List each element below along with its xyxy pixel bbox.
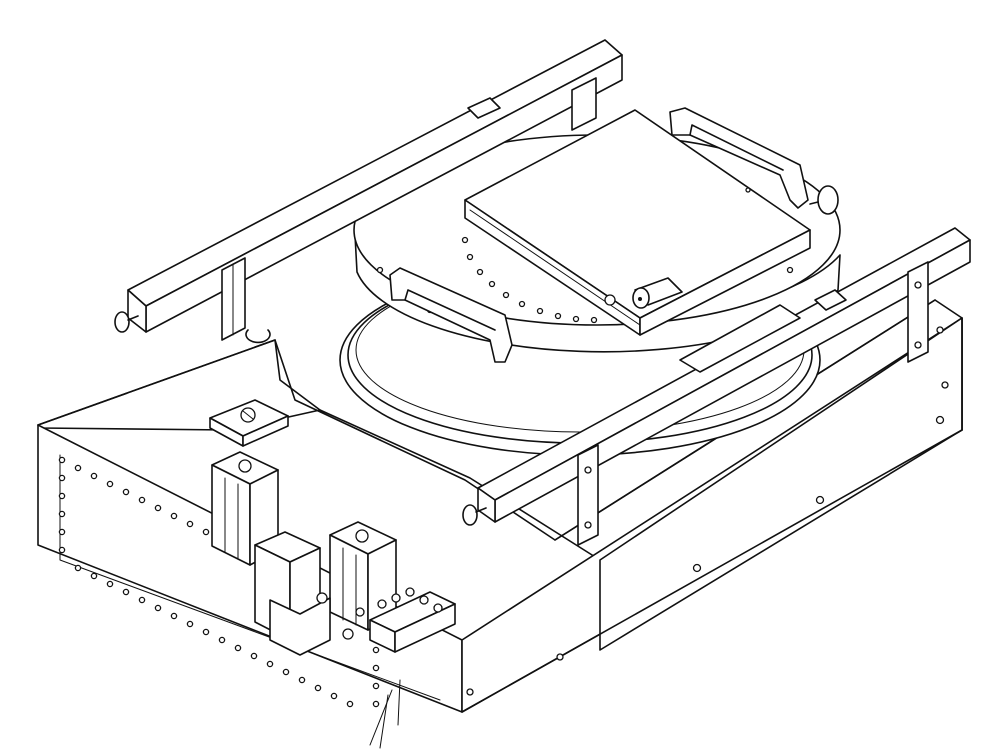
rail-mount-plate [679,304,801,373]
right-rail-bracket-1 [577,444,599,546]
left-rail [114,39,623,344]
right-rail-latch [814,289,847,311]
base-bottom-edge [461,429,963,713]
handle-right [669,107,809,209]
left-rail-latch [467,97,501,119]
base-enclosure [37,299,963,749]
rail-screw-icon [245,329,271,344]
vent-holes-lower [74,564,354,708]
valve-block-left [254,531,354,656]
cylinder-right [329,521,397,631]
right-rail-knob-icon [462,504,478,526]
left-rail-knob-icon [114,311,130,333]
right-rail-bracket-2 [907,261,929,363]
sample-box [464,109,839,336]
right-rail [462,227,971,546]
clamp-block [209,399,289,447]
leader-lines [397,679,401,726]
vent-holes-upper [58,456,210,536]
front-panel-outline [59,454,441,701]
vent-holes-left-column [58,474,66,554]
box-right [639,229,811,336]
right-panel-screws [466,326,949,696]
fitting-manifold [355,587,456,653]
base-top-edge [37,339,321,426]
side-knob-icon [817,185,839,215]
left-rail-bracket-2 [571,77,597,131]
handle-left [389,267,513,363]
